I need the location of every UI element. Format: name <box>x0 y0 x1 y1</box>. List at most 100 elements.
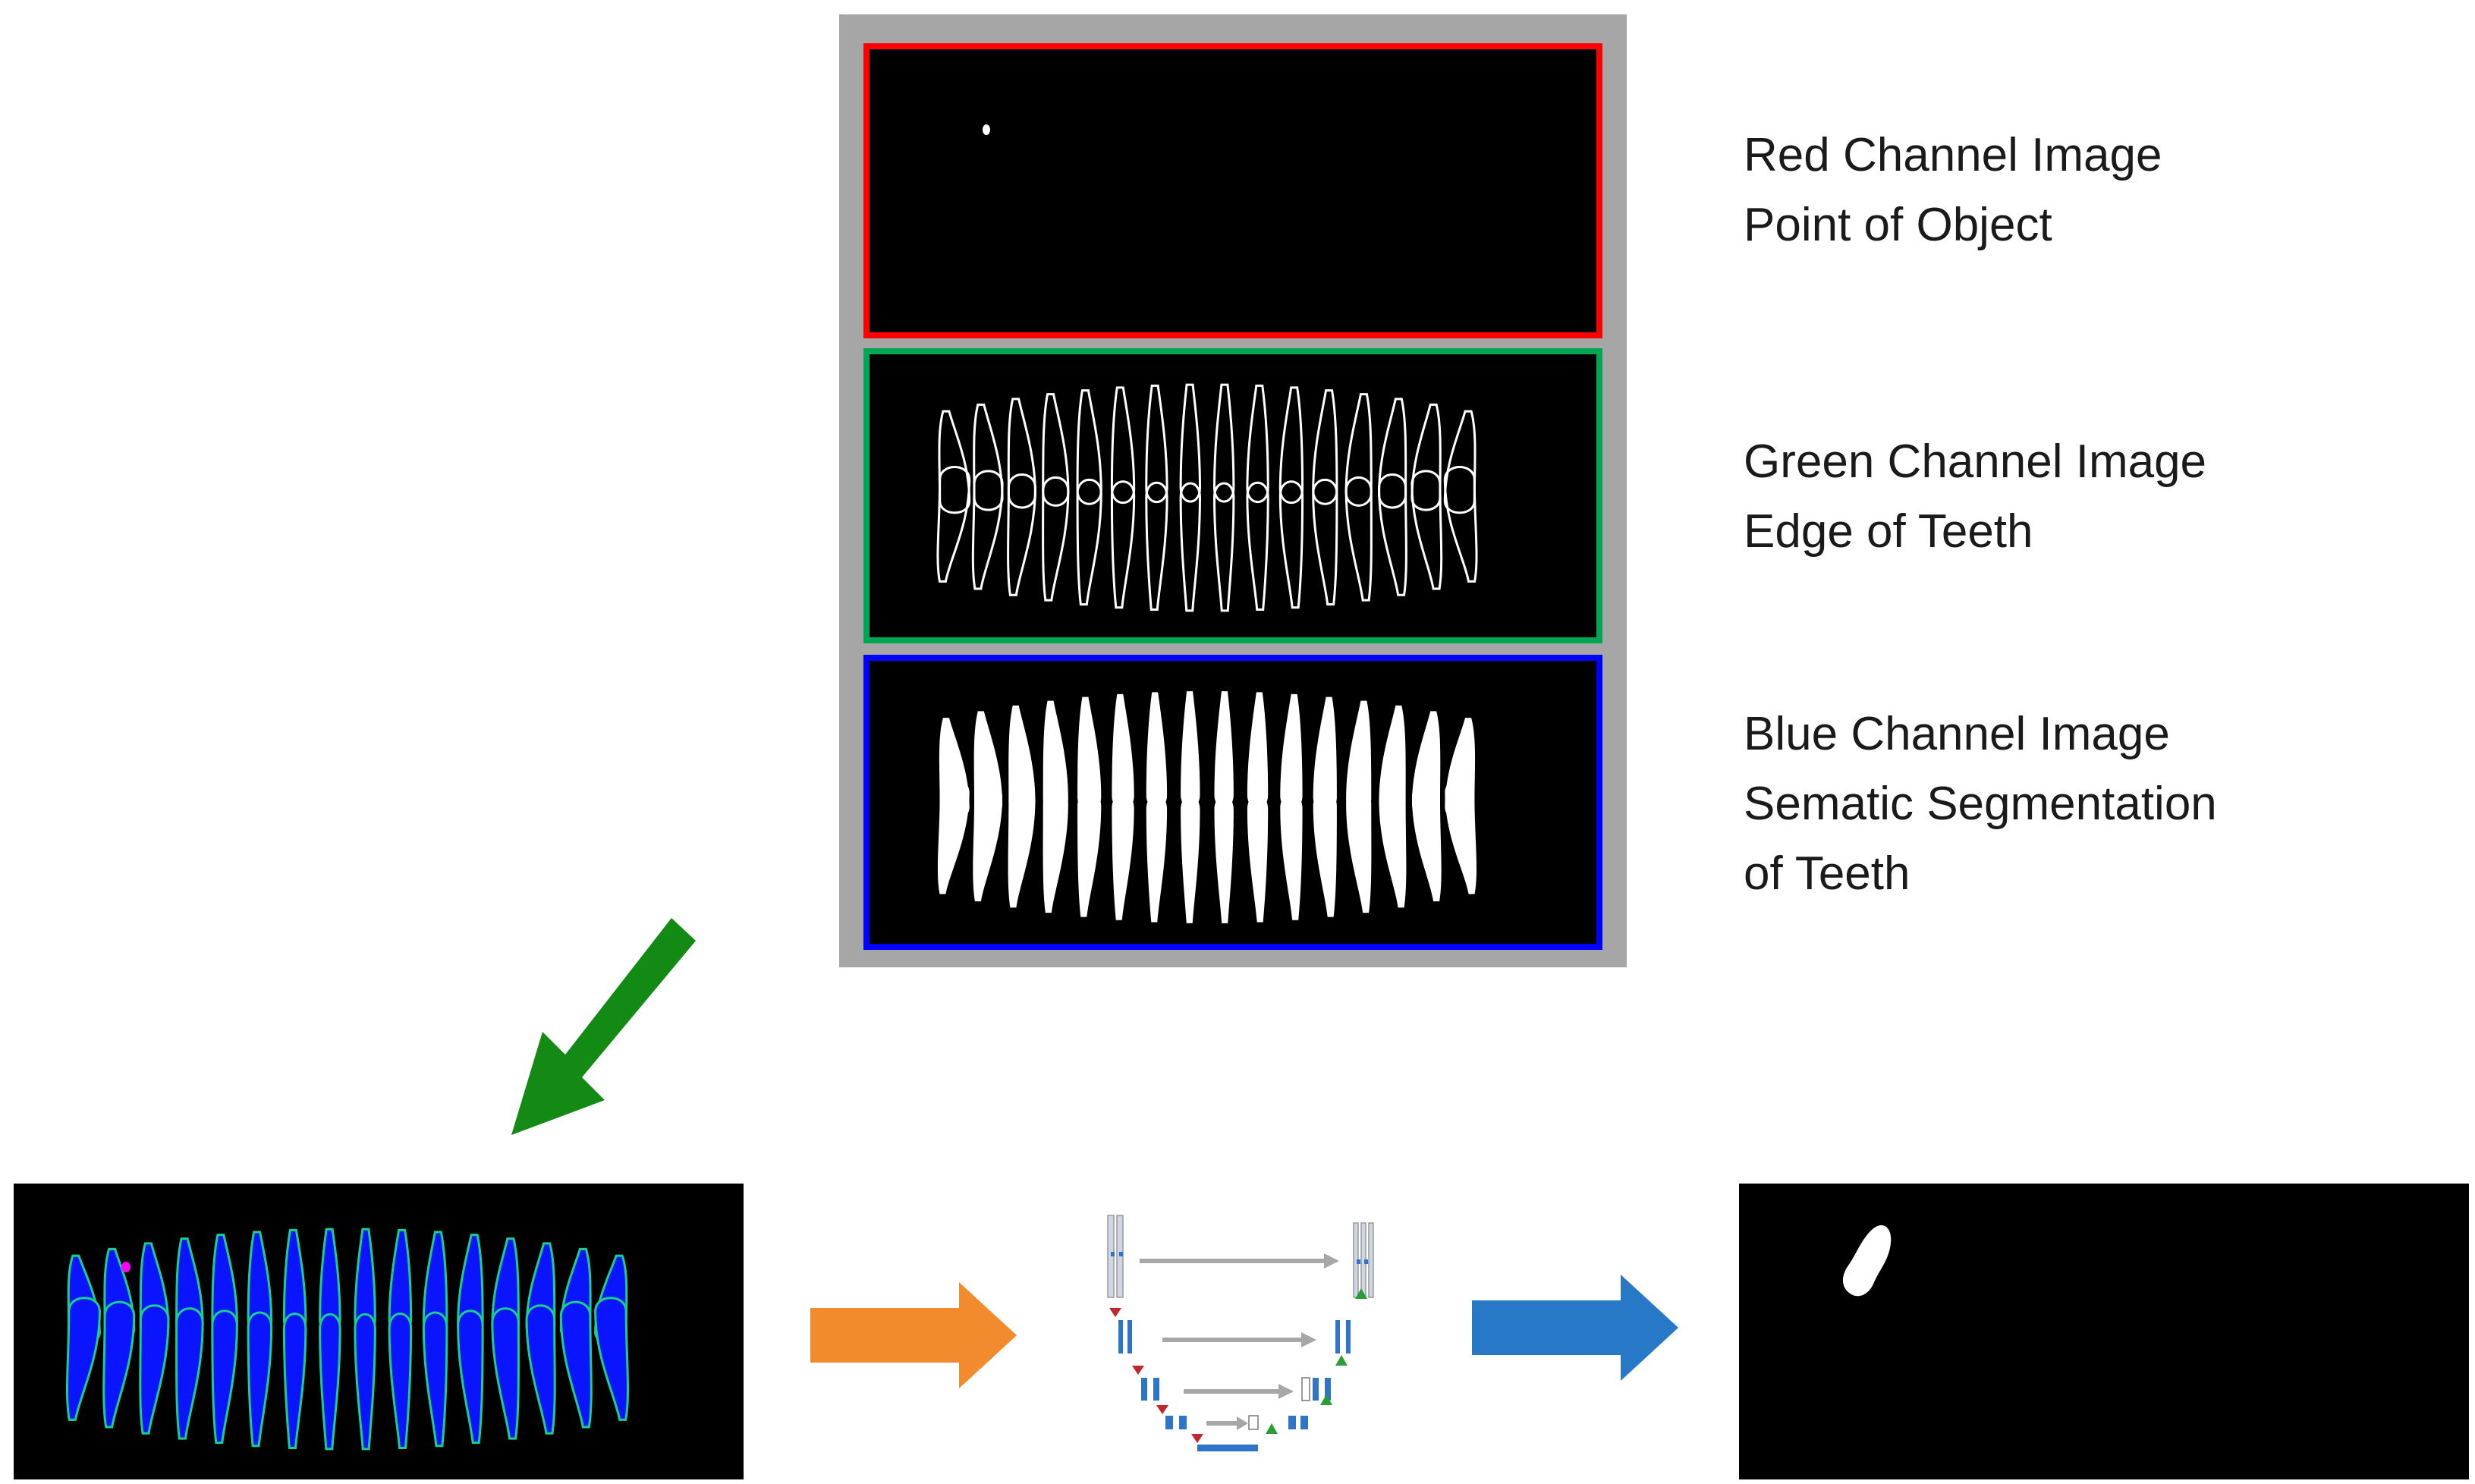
merged-lower-tooth <box>491 1307 520 1440</box>
seg-lower-tooth <box>973 783 1003 901</box>
blue-channel-title: Blue Channel Image <box>1744 708 2170 760</box>
green-channel-desc: Edge of Teeth <box>1744 505 2033 558</box>
merged-lower-tooth <box>319 1313 341 1451</box>
edge-lower-tooth <box>1179 482 1202 612</box>
merged-lower-tooth <box>175 1307 204 1440</box>
seg-lower-tooth <box>1077 792 1102 917</box>
seg-lower-tooth <box>1214 796 1234 923</box>
blue-channel-desc-2: of Teeth <box>1744 847 1910 900</box>
seg-upper-tooth <box>1379 705 1406 814</box>
seg-upper-tooth <box>1043 700 1068 813</box>
edge-upper-tooth <box>1179 383 1202 503</box>
edge-lower-tooth <box>936 465 971 583</box>
merged-lower-tooth <box>525 1304 556 1435</box>
edge-upper-tooth <box>1443 410 1477 514</box>
seg-lower-tooth <box>1280 794 1303 920</box>
seg-lower-tooth <box>1146 795 1168 923</box>
seg-lower-tooth <box>1181 796 1200 923</box>
blue-channel-panel <box>863 655 1602 950</box>
edge-upper-tooth <box>1145 384 1168 503</box>
merged-lower-tooth <box>282 1313 307 1449</box>
merged-lower-tooth <box>102 1300 136 1429</box>
seg-lower-tooth <box>1043 790 1068 913</box>
seg-lower-tooth <box>1008 787 1036 908</box>
seg-upper-tooth <box>1280 693 1303 810</box>
edge-lower-tooth <box>1076 479 1102 606</box>
red-channel-title: Red Channel Image <box>1744 129 2162 181</box>
merged-input-image <box>14 1184 744 1479</box>
object-point <box>983 124 990 135</box>
edge-upper-tooth <box>938 410 971 514</box>
edge-lower-tooth <box>971 470 1004 590</box>
seg-upper-tooth <box>1112 693 1134 810</box>
seg-upper-tooth <box>1146 692 1168 809</box>
edge-lower-tooth <box>1443 465 1478 583</box>
edge-upper-tooth <box>1212 383 1235 503</box>
edge-upper-tooth <box>1042 393 1070 507</box>
merged-lower-tooth <box>594 1297 630 1421</box>
edge-upper-tooth <box>1110 386 1136 504</box>
seg-lower-tooth <box>1346 790 1372 913</box>
segmented-tooth <box>1842 1225 1892 1297</box>
seg-lower-tooth <box>1379 787 1407 908</box>
blue-channel-image <box>937 691 1477 923</box>
seg-lower-tooth <box>1247 795 1269 923</box>
edge-lower-tooth <box>1212 482 1235 612</box>
blue-right-arrow <box>1472 1275 1678 1381</box>
edge-lower-tooth <box>1378 473 1407 596</box>
merged-lower-tooth <box>457 1310 484 1445</box>
merged-lower-tooth <box>65 1297 101 1421</box>
seg-upper-tooth <box>1008 705 1036 814</box>
edge-lower-tooth <box>1410 470 1443 590</box>
green-channel-label: Green Channel Image Edge of Teeth <box>1744 427 2206 567</box>
edge-upper-tooth <box>1007 398 1036 509</box>
edge-upper-tooth <box>1278 386 1304 504</box>
unet-architecture-icon <box>1093 1206 1396 1457</box>
merged-lower-tooth <box>247 1311 273 1448</box>
edge-lower-tooth <box>1145 481 1168 611</box>
edge-upper-tooth <box>1344 393 1373 507</box>
red-channel-desc: Point of Object <box>1744 199 2052 251</box>
seg-lower-tooth <box>1445 779 1477 894</box>
seg-lower-tooth <box>937 779 970 894</box>
edge-upper-tooth <box>1246 384 1269 503</box>
edge-lower-tooth <box>1312 479 1338 606</box>
merged-lower-tooth <box>559 1300 593 1429</box>
merged-lower-tooth <box>422 1311 448 1448</box>
edge-upper-tooth <box>1378 398 1407 509</box>
seg-upper-tooth <box>1247 692 1269 809</box>
seg-upper-tooth <box>1214 691 1234 809</box>
seg-upper-tooth <box>1181 691 1200 809</box>
seg-lower-tooth <box>1112 794 1134 920</box>
merged-lower-tooth <box>211 1310 238 1445</box>
seg-lower-tooth <box>1411 783 1442 901</box>
seg-lower-tooth <box>1313 792 1337 917</box>
edge-lower-tooth <box>1007 473 1036 596</box>
green-down-left-arrow <box>501 918 706 1146</box>
green-channel-panel <box>863 348 1602 643</box>
edge-upper-tooth <box>1410 403 1442 511</box>
edge-lower-tooth <box>1246 481 1269 611</box>
merged-object-point <box>121 1262 131 1272</box>
edge-lower-tooth <box>1278 480 1304 609</box>
output-tooth-mask <box>1739 1184 2469 1479</box>
blue-channel-desc: Sematic Segmentation <box>1744 778 2217 830</box>
edge-upper-tooth <box>973 403 1004 511</box>
green-channel-title: Green Channel Image <box>1744 435 2207 488</box>
edge-upper-tooth <box>1076 389 1102 505</box>
seg-upper-tooth <box>1346 700 1372 813</box>
edge-lower-tooth <box>1344 476 1373 602</box>
blue-channel-label: Blue Channel Image Sematic Segmentation … <box>1744 700 2217 909</box>
edge-lower-tooth <box>1110 480 1136 609</box>
merged-lower-tooth <box>354 1313 376 1451</box>
seg-upper-tooth <box>1313 696 1337 811</box>
green-channel-image <box>936 383 1478 612</box>
edge-upper-tooth <box>1312 389 1338 505</box>
red-channel-image <box>983 124 990 135</box>
merged-lower-tooth <box>388 1313 413 1449</box>
orange-right-arrow <box>810 1282 1017 1388</box>
seg-upper-tooth <box>1077 696 1102 811</box>
red-channel-label: Red Channel Image Point of Object <box>1744 121 2162 260</box>
merged-lower-tooth <box>139 1304 170 1435</box>
red-channel-panel <box>863 43 1602 338</box>
